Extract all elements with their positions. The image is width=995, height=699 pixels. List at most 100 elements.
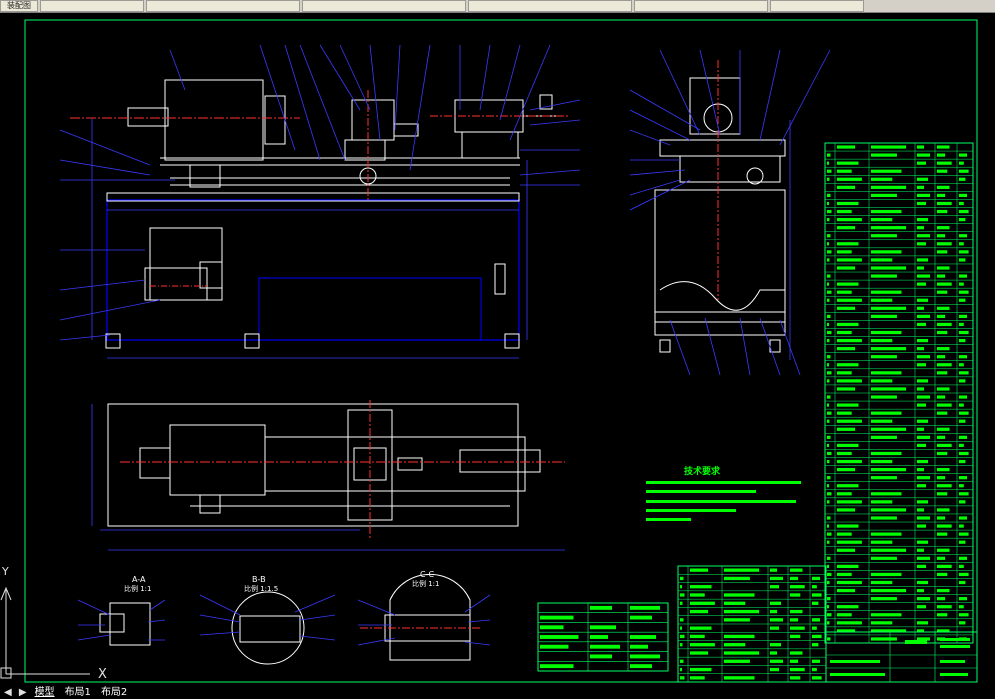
parts-list-cell-text [827, 403, 829, 407]
parts-list-cell-text [937, 234, 946, 238]
parts-list-cell-text [827, 274, 831, 278]
parts-lower-cell-text [790, 634, 801, 639]
spec-table-cell-text [630, 644, 648, 649]
parts-lower-cell-text [680, 618, 684, 622]
file-tab-5[interactable] [468, 0, 632, 12]
section-b-outline [231, 591, 305, 665]
parts-list-cell-text [959, 193, 967, 198]
parts-list-cell-text [837, 242, 859, 246]
parts-list-cell-text [827, 258, 830, 262]
parts-list-cell-text [937, 411, 948, 415]
parts-lower-cell-text [724, 576, 750, 581]
parts-list-cell-text [871, 532, 902, 536]
section-b-shaft [239, 615, 301, 643]
section-a-part [109, 602, 151, 646]
parts-list-cell-text [937, 524, 952, 528]
file-tab-4[interactable] [302, 0, 466, 12]
foot-2 [244, 333, 260, 349]
parts-list-cell-text [959, 613, 969, 617]
parts-lower-cell-text [812, 667, 817, 672]
file-tab-1[interactable]: 装配图 [0, 0, 38, 12]
parts-list-cell-text [827, 209, 832, 214]
parts-list-cell-text [959, 524, 964, 528]
parts-list-cell-text [937, 371, 948, 375]
parts-lower-cell-text [812, 643, 819, 647]
side-view-leaders [629, 49, 831, 376]
parts-list-cell-text [827, 371, 832, 375]
parts-lower-cell-text [812, 576, 820, 581]
parts-list [824, 142, 974, 644]
parts-lower-cell-text [812, 634, 822, 639]
parts-list-cell-text [959, 274, 967, 278]
parts-list-cell-text [871, 209, 902, 214]
side-saddle [679, 155, 781, 183]
tab-model[interactable]: 模型 [34, 687, 55, 698]
parts-lower-cell-text [812, 618, 820, 622]
tab-layout-2[interactable]: 布局2 [100, 687, 128, 698]
spec-table-cell-text [630, 615, 652, 620]
foot-1 [105, 333, 121, 349]
window-tabbar: 装配图 [0, 0, 995, 13]
parts-list-cell-text [917, 580, 928, 585]
section-b-view: B-B 比例 1:1.5 [199, 575, 336, 665]
parts-list-cell-text [959, 476, 967, 480]
parts-list-cell-text [827, 451, 832, 456]
parts-list-cell-text [871, 572, 902, 577]
file-tab-3[interactable] [146, 0, 300, 12]
parts-lower-cell-text [790, 576, 799, 581]
tab-layout-1[interactable]: 布局1 [64, 687, 91, 698]
parts-list-cell-text [837, 564, 859, 568]
parts-lower-cell-text [812, 659, 820, 663]
parts-list-cell-text [827, 322, 829, 327]
parts-list-cell-text [871, 266, 907, 270]
parts-lower-cell-text [790, 618, 799, 622]
parts-list-cell-text [827, 395, 831, 399]
file-tab-7[interactable] [770, 0, 864, 12]
parts-list-cell-text [937, 443, 952, 448]
motor-housing [149, 227, 223, 301]
parts-list-cell-text [837, 338, 862, 343]
layout-scroll-arrows[interactable]: ◀ ▶ [4, 687, 29, 698]
motor-body [144, 267, 208, 301]
parts-list-cell-text [837, 218, 862, 222]
parts-list-cell-text [959, 516, 967, 520]
parts-lower-cell-text [790, 667, 805, 672]
parts-list-cell-text [917, 629, 924, 633]
parts-lower-cell-text [680, 601, 683, 605]
parts-list-cell-text [937, 266, 950, 270]
section-a-scale: 比例 1:1 [124, 584, 152, 593]
parts-list-cell-text [827, 621, 830, 625]
top-view-dimensions [91, 404, 565, 551]
parts-list-cell-text [959, 492, 969, 496]
parts-list-cell-text [937, 355, 946, 359]
parts-list-cell-text [917, 258, 928, 262]
parts-list-cell-text [937, 282, 952, 286]
parts-lower-cell-text [690, 634, 705, 639]
file-tab-6[interactable] [634, 0, 768, 12]
spec-table-cell-text [590, 625, 616, 630]
parts-list-cell-text [937, 161, 952, 165]
parts-lower-cell-text [790, 626, 805, 630]
foot-3 [504, 333, 520, 349]
parts-list-cell-text [827, 524, 829, 528]
parts-list-cell-text [917, 322, 926, 327]
parts-list-cell-text [837, 250, 852, 254]
top-chuck [139, 447, 171, 479]
parts-list-cell-text [937, 387, 950, 391]
parts-list-cell-text [837, 548, 856, 552]
parts-list-cell-text [827, 169, 832, 173]
spec-table-cell-text [630, 635, 656, 639]
parts-list-cell-text [959, 395, 967, 399]
cad-drawing-canvas[interactable]: A-A 比例 1:1 B-B 比例 1:1.5 C-C 比例 1:1 [0, 12, 995, 687]
file-tab-2[interactable] [40, 0, 144, 12]
section-a-label: A-A [132, 575, 146, 584]
technical-requirements: 技术要求 [646, 465, 801, 521]
motor-box [199, 261, 223, 289]
parts-list-cell-text [837, 169, 852, 173]
parts-list-cell-text [837, 322, 859, 327]
parts-lower-cell-text [790, 568, 803, 572]
parts-list-cell-text [837, 580, 862, 585]
parts-list-cell-text [937, 605, 952, 609]
parts-list-cell-text [917, 548, 924, 552]
parts-list-cell-text [917, 242, 926, 246]
